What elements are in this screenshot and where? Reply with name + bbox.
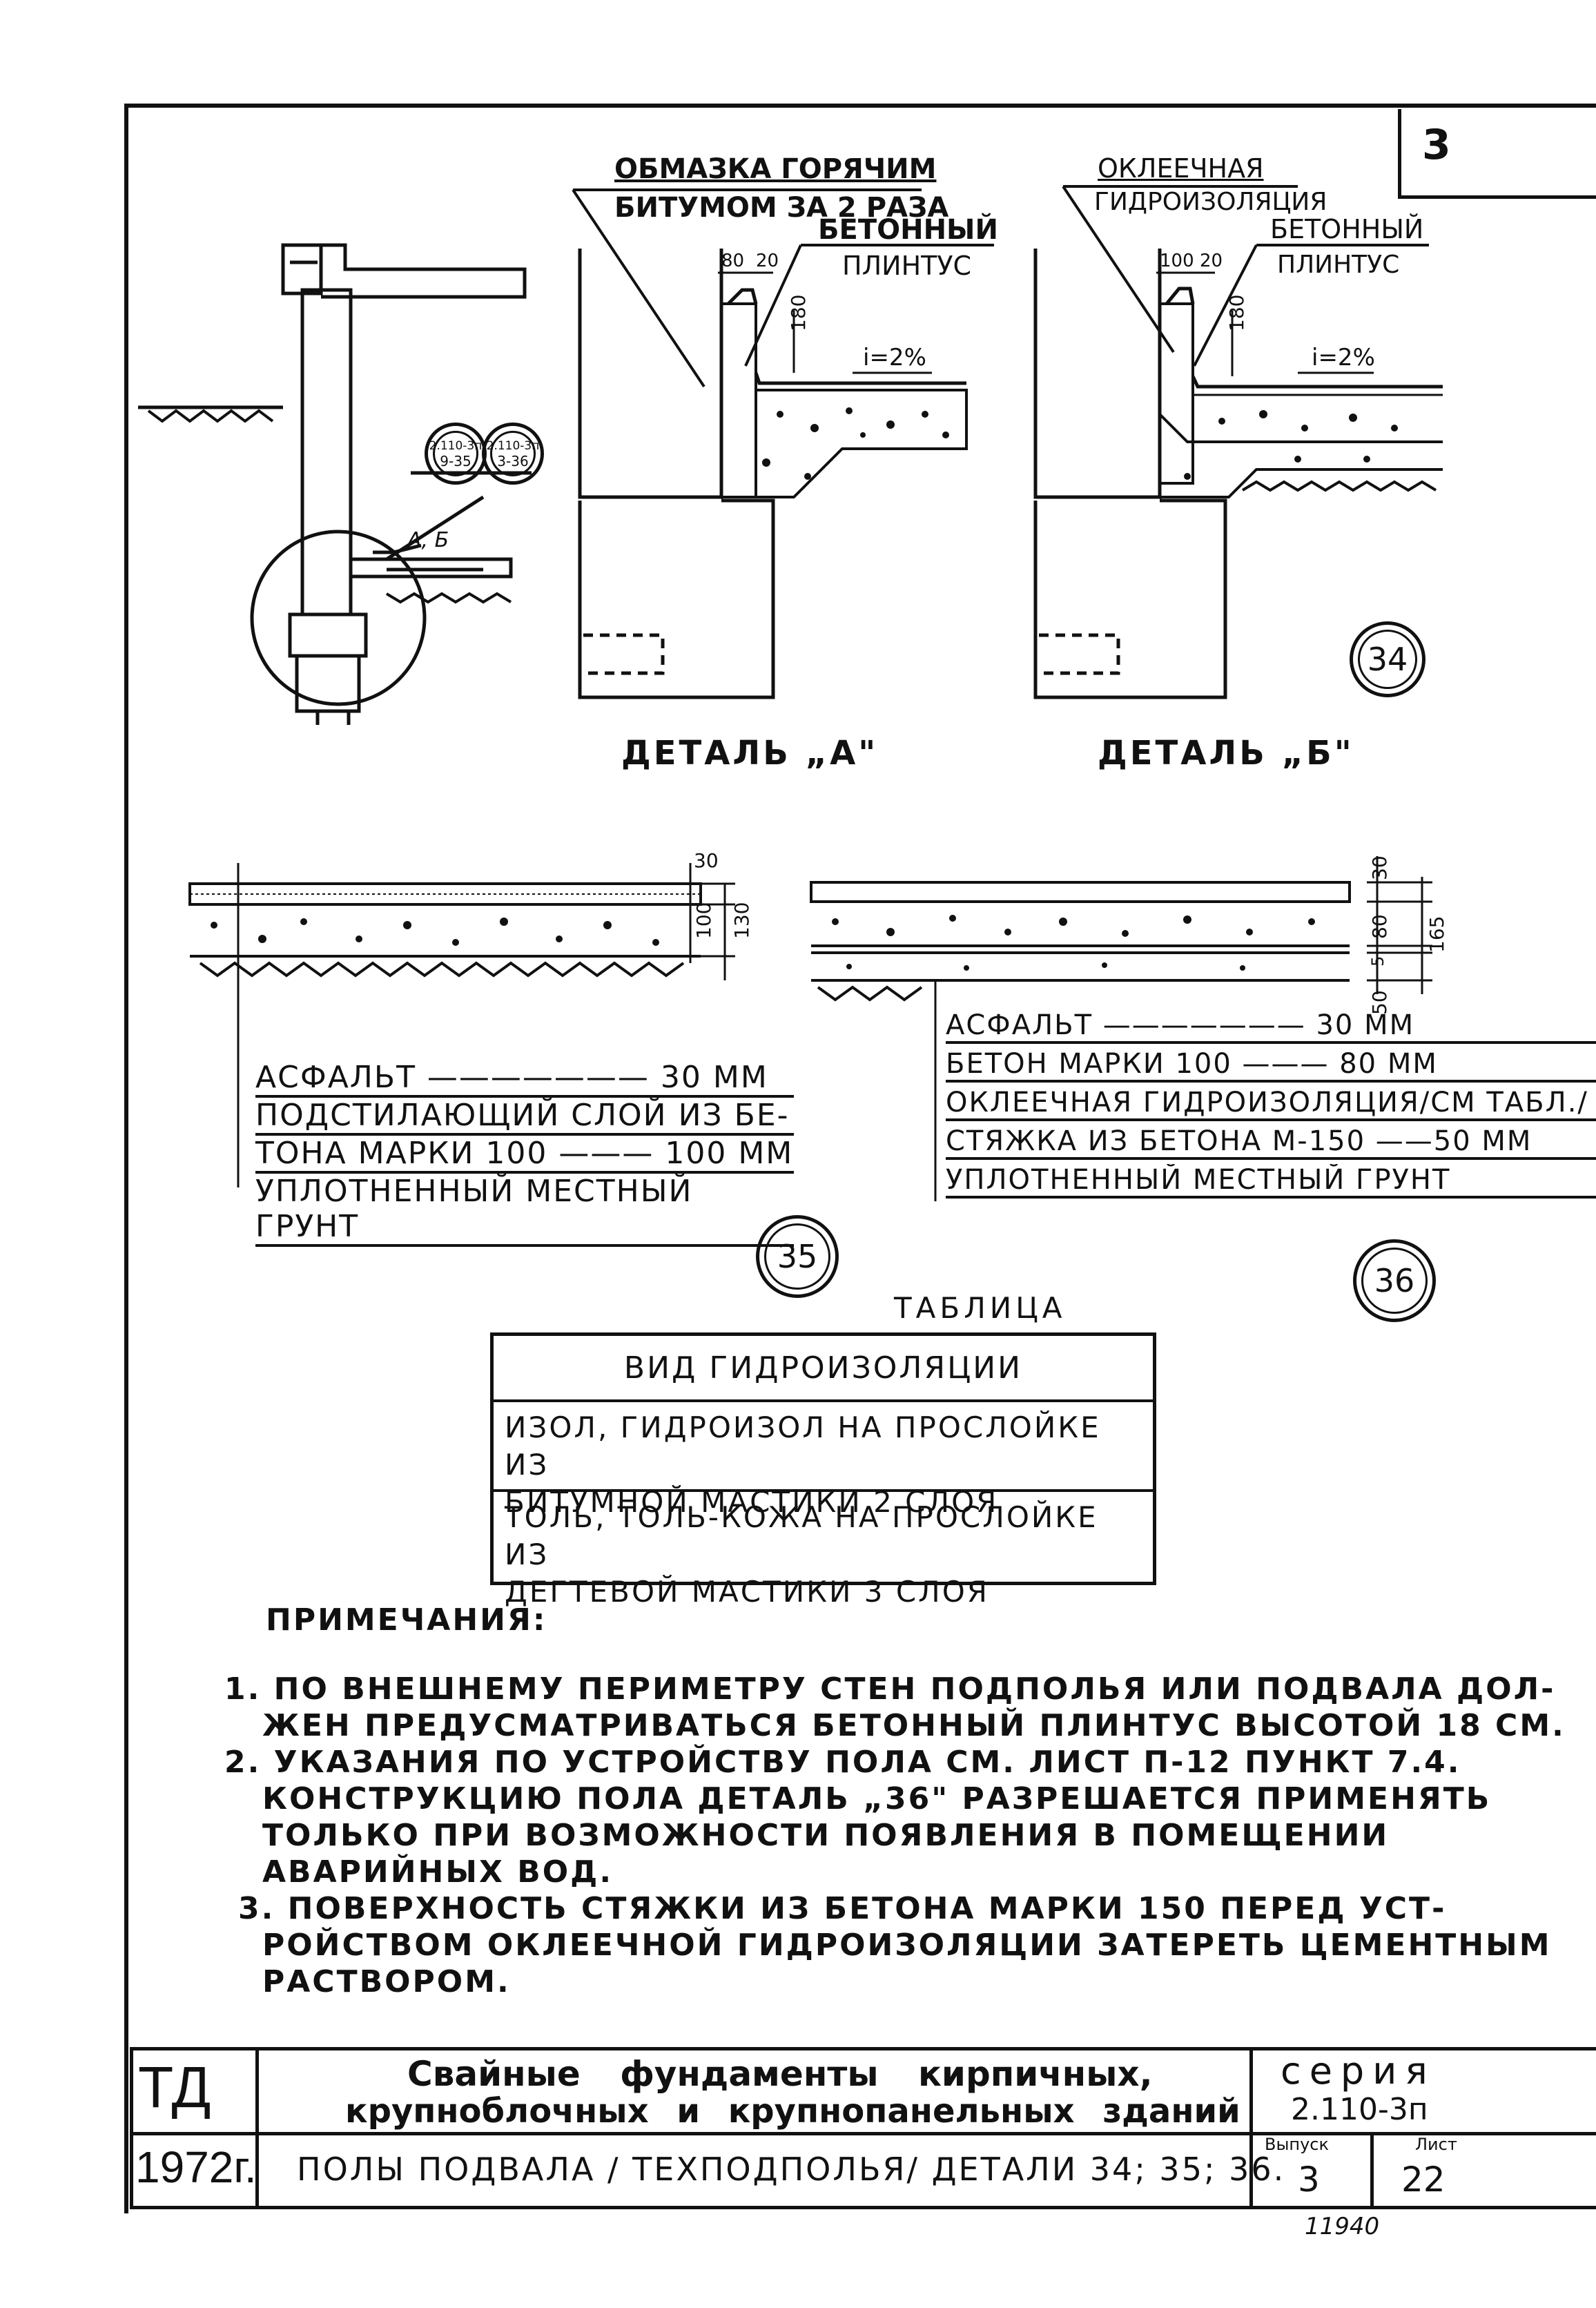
- title-block-vline-2: [1249, 2047, 1253, 2209]
- title-block-vline-1: [255, 2047, 259, 2209]
- note-line-7: 3. ПОВЕРХНОСТЬ СТЯЖКИ ИЗ БЕТОНА МАРКИ 15…: [238, 1891, 1447, 1926]
- detail-b-dim-20: 20: [1200, 251, 1223, 271]
- note-line-3: 2. УКАЗАНИЯ ПО УСТРОЙСТВУ ПОЛА СМ. ЛИСТ …: [224, 1745, 1461, 1780]
- detail-36-number: 36: [1374, 1262, 1415, 1299]
- table-row-2-line-1: ТОЛЬ, ТОЛЬ-КОЖА НА ПРОСЛОЙКЕ ИЗ: [505, 1500, 1098, 1571]
- table-row-1: ИЗОЛ, ГИДРОИЗОЛ НА ПРОСЛОЙКЕ ИЗ БИТУМНОЙ…: [494, 1402, 1153, 1519]
- detail-a-callout-2-line1: БЕТОННЫЙ: [818, 214, 998, 246]
- tb-title-line-1: Свайные фундаменты кирпичных,: [407, 2054, 1153, 2094]
- title-block-hline: [130, 2132, 1596, 2135]
- detail-b-slope: i=2%: [1312, 344, 1375, 371]
- detail-34-circle: 34: [1350, 621, 1425, 697]
- detail-36-circle: 36: [1353, 1239, 1436, 1322]
- table-row-1-line-2: БИТУМНОЙ МАСТИКИ 2 СЛОЯ: [505, 1485, 999, 1519]
- floor-35-layer-4: УПЛОТНЕННЫЙ МЕСТНЫЙ ГРУНТ: [255, 1174, 794, 1247]
- detail-b-callout-2-line1: БЕТОННЫЙ: [1270, 214, 1424, 244]
- drawing-frame: [124, 104, 1596, 2213]
- detail-b-dim-100: 100: [1160, 251, 1194, 271]
- detail-a-caption: ДЕТАЛЬ „А": [621, 734, 879, 773]
- table-row-1-line-1: ИЗОЛ, ГИДРОИЗОЛ НА ПРОСЛОЙКЕ ИЗ: [505, 1410, 1101, 1482]
- note-line-1: 1. ПО ВНЕШНЕМУ ПЕРИМЕТРУ СТЕН ПОДПОЛЬЯ И…: [224, 1671, 1556, 1707]
- table-row-2-line-2: ДЕГТЕВОЙ МАСТИКИ 3 СЛОЯ: [505, 1575, 989, 1609]
- floor-36-dim-165: 165: [1425, 915, 1448, 953]
- tb-org: ТД: [138, 2055, 211, 2120]
- tb-sheet-label: Лист: [1415, 2135, 1457, 2154]
- floor-36-layer-4: СТЯЖКА ИЗ БЕТОНА М-150 ——50 ММ: [946, 1125, 1596, 1160]
- detail-b-callout-1-line2: ГИДРОИЗОЛЯЦИЯ: [1094, 188, 1327, 216]
- table-title: ТАБЛИЦА: [894, 1291, 1067, 1325]
- floor-35-layer-1: АСФАЛЬТ ——————— 30 ММ: [255, 1060, 794, 1098]
- detail-a-callout-1-line2: БИТУМОМ ЗА 2 РАЗА: [614, 192, 949, 224]
- detail-b-caption: ДЕТАЛЬ „Б": [1098, 734, 1354, 773]
- tb-subtitle: ПОЛЫ ПОДВАЛА / ТЕХПОДПОЛЬЯ/ ДЕТАЛИ 34; 3…: [297, 2151, 1286, 2188]
- title-block-vline-3: [1370, 2132, 1374, 2209]
- note-line-9: РАСТВОРОМ.: [262, 1964, 511, 1999]
- table-header: ВИД ГИДРОИЗОЛЯЦИИ: [494, 1336, 1153, 1402]
- floor-35-dim-30: 30: [694, 849, 719, 872]
- floor-36-layer-2: БЕТОН МАРКИ 100 ——— 80 ММ: [946, 1048, 1596, 1083]
- note-line-4: КОНСТРУКЦИЮ ПОЛА ДЕТАЛЬ „36" РАЗРЕШАЕТСЯ…: [262, 1781, 1492, 1816]
- note-line-8: РОЙСТВОМ ОКЛЕЕЧНОЙ ГИДРОИЗОЛЯЦИИ ЗАТЕРЕТ…: [262, 1928, 1552, 1963]
- tb-series-label: серия: [1281, 2049, 1436, 2093]
- floor-36-dim-80: 80: [1368, 914, 1391, 939]
- waterproofing-table: ВИД ГИДРОИЗОЛЯЦИИ ИЗОЛ, ГИДРОИЗОЛ НА ПРО…: [490, 1332, 1156, 1609]
- tb-sheet-value: 22: [1401, 2160, 1446, 2200]
- floor-35-layer-2: ПОДСТИЛАЮЩИЙ СЛОЙ ИЗ БЕ-: [255, 1098, 794, 1136]
- detail-a-dim-20: 20: [756, 251, 779, 271]
- detail-35-circle: 35: [756, 1215, 839, 1298]
- floor-36-layer-3: ОКЛЕЕЧНАЯ ГИДРОИЗОЛЯЦИЯ/СМ ТАБЛ./: [946, 1087, 1596, 1121]
- corner-sheet-number: 3: [1422, 121, 1451, 169]
- tb-issue-value: 3: [1298, 2160, 1320, 2200]
- tb-inventory-number: 11940: [1305, 2213, 1380, 2240]
- note-line-6: АВАРИЙНЫХ ВОД.: [262, 1854, 614, 1890]
- corner-sheet-box: [1398, 109, 1596, 199]
- detail-a-dim-80: 80: [721, 251, 745, 271]
- tb-series-value: 2.110-3п: [1291, 2092, 1428, 2127]
- floor-36-layer-1: АСФАЛЬТ ——————— 30 ММ: [946, 1009, 1596, 1044]
- table-row-2: ТОЛЬ, ТОЛЬ-КОЖА НА ПРОСЛОЙКЕ ИЗ ДЕГТЕВОЙ…: [494, 1492, 1153, 1609]
- detail-b-callout-2-line2: ПЛИНТУС: [1277, 251, 1400, 279]
- detail-b-callout-1-line1: ОКЛЕЕЧНАЯ: [1098, 153, 1264, 184]
- floor-36-layer-5: УПЛОТНЕННЫЙ МЕСТНЫЙ ГРУНТ: [946, 1164, 1596, 1199]
- detail-a-callout-1-line1: ОБМАЗКА ГОРЯЧИМ: [614, 153, 937, 185]
- notes-heading: ПРИМЕЧАНИЯ:: [266, 1602, 547, 1638]
- floor-36-dim-5: 5: [1368, 956, 1388, 967]
- note-line-5: ТОЛЬКО ПРИ ВОЗМОЖНОСТИ ПОЯВЛЕНИЯ В ПОМЕЩ…: [262, 1818, 1390, 1853]
- detail-a-callout-2-line2: ПЛИНТУС: [842, 251, 972, 281]
- tb-year: 1972г.: [135, 2142, 257, 2192]
- title-block: [130, 2047, 1596, 2209]
- tb-title-line-2: крупноблочных и крупнопанельных зданий: [345, 2092, 1240, 2131]
- floor-36-dim-30: 30: [1368, 855, 1391, 880]
- overview-detail-label: А, Б: [407, 528, 449, 552]
- note-line-2: ЖЕН ПРЕДУСМАТРИВАТЬСЯ БЕТОННЫЙ ПЛИНТУС В…: [262, 1708, 1566, 1743]
- overview-ref-circle-2: 2.110-3п 3-36: [482, 423, 544, 485]
- floor-35-layer-3: ТОНА МАРКИ 100 ——— 100 ММ: [255, 1136, 794, 1174]
- detail-a-slope: i=2%: [863, 344, 926, 371]
- tb-issue-label: Выпуск: [1265, 2135, 1329, 2154]
